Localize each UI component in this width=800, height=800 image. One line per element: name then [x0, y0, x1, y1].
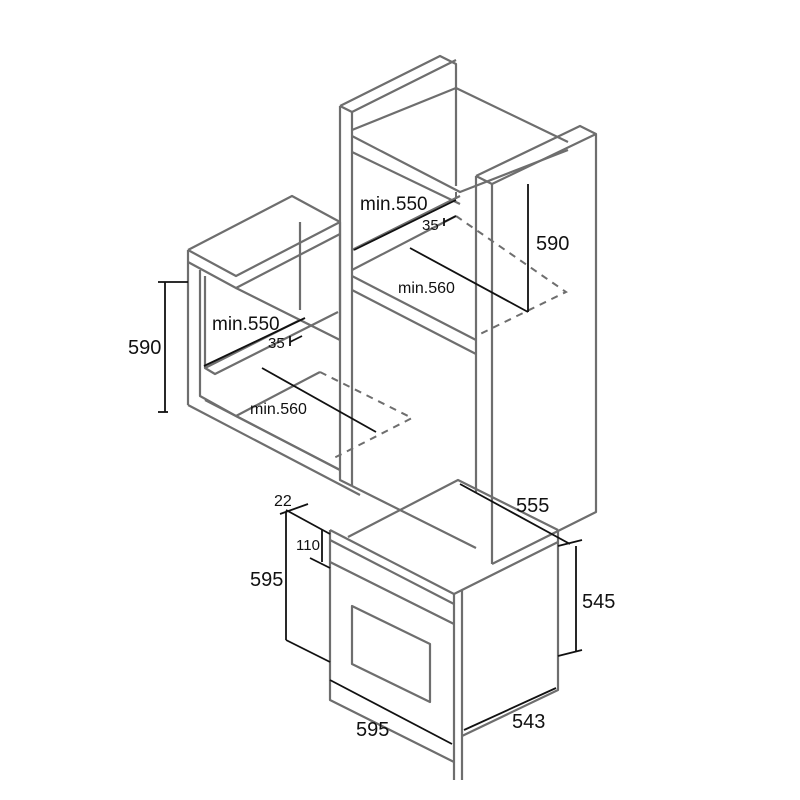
oven-body-height-label: 545 — [582, 591, 615, 613]
oven-front-width-label: 595 — [356, 719, 389, 741]
oven-front-offset-label: 22 — [274, 493, 292, 510]
tall-min-depth-label: min.550 — [360, 194, 428, 215]
under-gap-label: 35 — [268, 335, 285, 352]
under-height-label: 590 — [128, 337, 161, 359]
oven-front-height-label: 595 — [250, 569, 283, 591]
oven — [328, 478, 560, 780]
under-min-width-label: min.560 — [250, 401, 307, 418]
tall-min-width-label: min.560 — [398, 280, 455, 297]
under-counter-cabinet — [186, 194, 415, 496]
under-min-depth-label: min.550 — [212, 314, 280, 335]
tall-gap-label: 35 — [422, 217, 439, 234]
tall-cabinet — [338, 54, 598, 565]
oven-panel-height-label: 110 — [296, 537, 320, 554]
oven-body-width-label: 543 — [512, 711, 545, 733]
dimension-lines — [158, 184, 583, 745]
oven-body-depth-label: 555 — [516, 495, 549, 517]
tall-height-label: 590 — [536, 233, 569, 255]
